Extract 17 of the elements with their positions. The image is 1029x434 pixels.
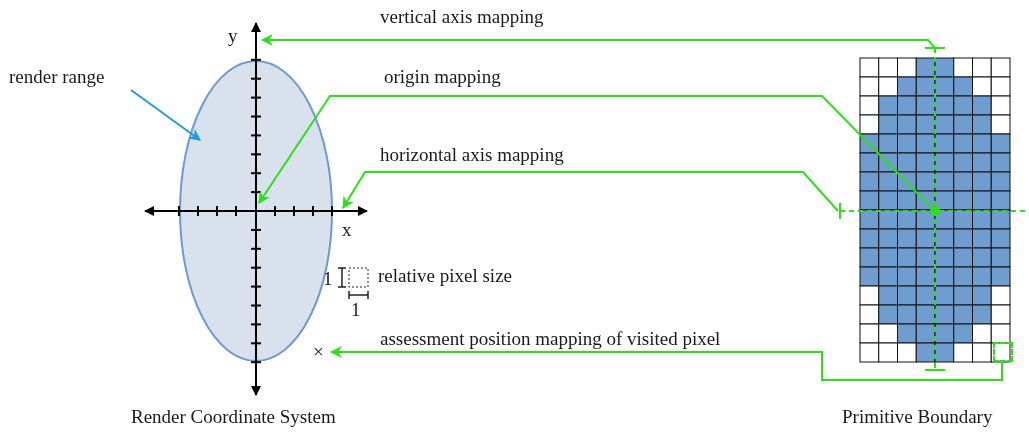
arrow	[130, 89, 201, 141]
dimension-label: 1	[323, 268, 333, 290]
annotation-text: relative pixel size	[378, 265, 512, 287]
dimension-label: 1	[351, 299, 361, 321]
caption: Render Coordinate System	[131, 406, 336, 428]
arrow	[260, 34, 936, 49]
callout-text: render range	[9, 66, 105, 90]
caption: Primitive Boundary	[842, 406, 993, 428]
arrow	[329, 346, 1003, 381]
dashed-pixel-marker	[993, 342, 1013, 362]
axis-label: y	[228, 25, 238, 47]
cross-mark: ×	[313, 341, 324, 363]
axis-label: x	[342, 219, 352, 241]
edge-label: assessment position mapping of visited pixel	[378, 328, 723, 350]
origin-dot	[930, 206, 940, 216]
arrow	[342, 171, 839, 212]
arrow	[258, 95, 932, 208]
